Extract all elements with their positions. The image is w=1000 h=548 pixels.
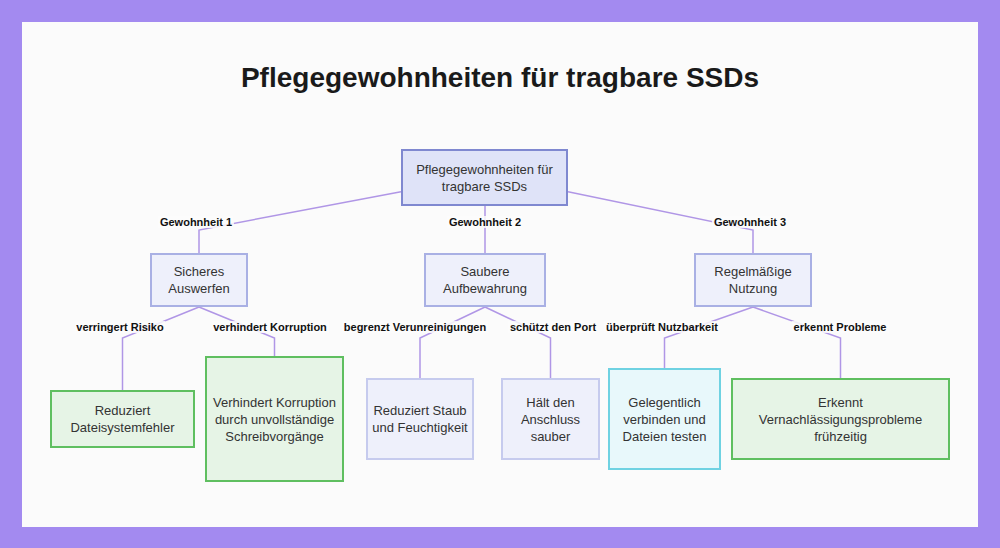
edge-label: erkennt Probleme: [792, 321, 889, 333]
effect-box: Gelegentlich verbinden und Dateien teste…: [608, 368, 721, 470]
node-text: Hält den Anschluss sauber: [507, 394, 594, 445]
node-text: Reduziert Staub und Feuchtigkeit: [372, 402, 468, 436]
edge-label: begrenzt Verunreinigungen: [342, 321, 488, 333]
edge-label: Gewohnheit 2: [447, 216, 523, 228]
node-text: Saubere Aufbewahrung: [430, 263, 540, 297]
effect-box: Verhindert Korruption durch unvollständi…: [205, 356, 344, 482]
effect-box: Reduziert Dateisystemfehler: [50, 390, 195, 448]
habit-box: Sicheres Auswerfen: [150, 253, 248, 307]
edge-label: überprüft Nutzbarkeit: [604, 321, 720, 333]
diagram-title: Pflegegewohnheiten für tragbare SSDs: [0, 62, 1000, 94]
node-text: Reduziert Dateisystemfehler: [56, 402, 189, 436]
connector-line: [753, 307, 841, 378]
connector-line: [665, 307, 754, 368]
node-text: Pflegegewohnheiten für tragbare SSDs: [407, 161, 562, 195]
node-text: Sicheres Auswerfen: [156, 263, 242, 297]
node-text: Verhindert Korruption durch unvollständi…: [211, 394, 338, 445]
node-text: Regelmäßige Nutzung: [700, 263, 806, 297]
effect-box: Reduziert Staub und Feuchtigkeit: [366, 378, 474, 460]
connector-line: [484, 206, 486, 253]
edge-label: Gewohnheit 1: [158, 216, 234, 228]
edge-label: schützt den Port: [508, 321, 598, 333]
connector-line: [485, 307, 551, 378]
root-box: Pflegegewohnheiten für tragbare SSDs: [401, 149, 568, 206]
habit-box: Saubere Aufbewahrung: [424, 253, 546, 307]
connector-line: [420, 307, 485, 378]
effect-box: Erkennt Vernachlässigungsprobleme frühze…: [731, 378, 950, 460]
node-text: Erkennt Vernachlässigungsprobleme frühze…: [737, 394, 944, 445]
node-text: Gelegentlich verbinden und Dateien teste…: [614, 394, 715, 445]
habit-box: Regelmäßige Nutzung: [694, 253, 812, 307]
edge-label: verringert Risiko: [74, 321, 165, 333]
edge-label: verhindert Korruption: [211, 321, 329, 333]
edge-label: Gewohnheit 3: [712, 216, 788, 228]
connector-line: [123, 307, 200, 390]
effect-box: Hält den Anschluss sauber: [501, 378, 600, 460]
